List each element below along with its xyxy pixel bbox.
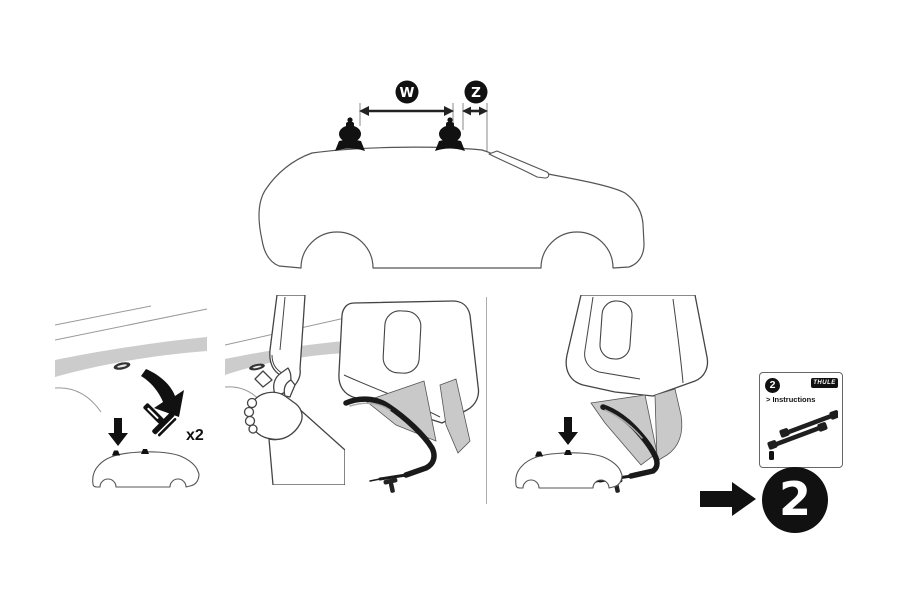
w-badge: W	[395, 80, 419, 104]
windshield	[488, 150, 550, 179]
clamp-bracket	[343, 396, 437, 482]
foot-bracket	[254, 295, 306, 388]
cover-slot	[249, 363, 265, 371]
thule-logo: THULE	[811, 378, 838, 388]
foot-slot	[599, 300, 633, 360]
down-arrow-icon	[558, 417, 578, 445]
car-silhouette	[258, 146, 645, 269]
car-position-indicator	[92, 449, 200, 488]
clamp-pad	[365, 380, 437, 442]
key-icon	[769, 451, 774, 460]
cover-slot	[113, 362, 131, 370]
roof-mount-front	[435, 117, 465, 151]
foot-body	[565, 295, 709, 397]
panel-foot-detail-1	[338, 300, 480, 493]
panel-divider	[486, 297, 487, 504]
roof-mount-rear	[335, 117, 365, 151]
dimension-z-arrow	[462, 106, 488, 116]
mount-dot-front	[564, 450, 572, 455]
foot-creases	[584, 296, 684, 384]
cover-flap	[254, 370, 273, 388]
dimension-w-arrow	[359, 106, 454, 116]
palm	[248, 391, 303, 441]
cover-plug	[143, 403, 177, 437]
hand-illustration	[243, 367, 345, 485]
index-finger	[283, 379, 296, 398]
clamp-ribbon	[439, 378, 471, 454]
crossbars-illustration	[767, 410, 838, 450]
mount-dot-front	[141, 449, 149, 454]
mount-dot-rear	[535, 451, 543, 457]
quantity-label: x2	[186, 427, 204, 444]
w-label: W	[400, 85, 415, 101]
car-position-indicator-2	[515, 417, 623, 489]
mount-dot-rear	[112, 450, 120, 456]
panel-remove-cover: x2	[55, 305, 208, 488]
instruction-booklet: 2 THULE > Instructions	[759, 372, 843, 468]
card-step-badge: 2	[765, 378, 780, 393]
roof-edge-lines	[55, 305, 208, 413]
roof-moulding-strip	[55, 337, 207, 377]
foot-slot	[382, 310, 422, 374]
panel-hand-fitting	[225, 295, 345, 485]
z-badge: Z	[464, 80, 488, 104]
step-2-badge: 2	[762, 467, 828, 533]
proceed-arrow-icon	[700, 482, 756, 516]
car-dimension-diagram: W Z	[258, 80, 645, 269]
z-label: Z	[471, 85, 481, 101]
instructions-link-label: > Instructions	[766, 395, 816, 404]
clamp-ribbon	[654, 388, 683, 462]
down-arrow-icon	[108, 418, 128, 446]
curved-arrow-icon	[141, 369, 184, 417]
tension-bolt	[383, 477, 398, 493]
clamp-pad	[590, 394, 658, 466]
panel-foot-detail-2	[565, 295, 709, 493]
